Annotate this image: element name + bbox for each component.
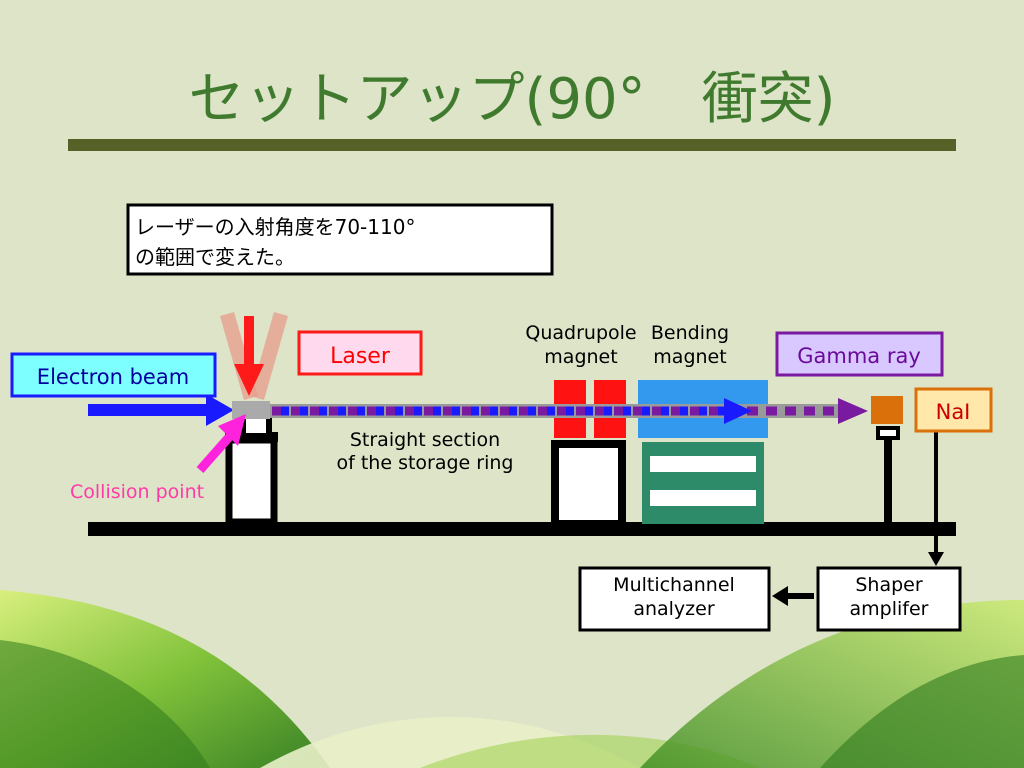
slide-title: セットアップ(90° 衝突) (189, 67, 836, 132)
svg-text:amplifer: amplifer (850, 598, 929, 620)
nai-label: NaI (914, 387, 993, 433)
shaper-amplifier-box: Shaper amplifer (816, 566, 962, 632)
gamma-arrowhead (838, 398, 868, 424)
svg-text:Multichannel: Multichannel (613, 574, 735, 596)
ground-rail (88, 522, 956, 536)
note-line-2: の範囲で変えた。 (135, 245, 295, 269)
gamma-ray-label: Gamma ray (775, 331, 944, 377)
shaper-to-mca-arrow (772, 586, 814, 606)
electron-beam-arrow (88, 394, 234, 426)
svg-text:Shaper: Shaper (855, 574, 922, 596)
title-rule (68, 139, 956, 151)
note-box: レーザーの入射角度を70-110° の範囲で変えた。 (126, 203, 554, 276)
collision-point-label: Collision point (70, 481, 204, 503)
bending-label-line-1: Bending (651, 322, 729, 344)
signal-line (928, 430, 944, 566)
svg-text:NaI: NaI (936, 400, 971, 424)
bending-label-line-2: magnet (653, 346, 726, 368)
laser-arrows (220, 312, 288, 400)
collision-point-arrow (196, 414, 246, 473)
bending-magnet (638, 380, 768, 524)
quadrupole-label-line-2: magnet (544, 346, 617, 368)
quadrupole-label-line-1: Quadrupole (525, 322, 636, 344)
straight-section-label-line-2: of the storage ring (337, 452, 514, 474)
multichannel-analyzer-box: Multichannel analyzer (578, 566, 771, 632)
collision-point-target (232, 401, 270, 419)
nai-detector (871, 396, 903, 522)
note-line-1: レーザーの入射角度を70-110° (135, 215, 415, 239)
svg-text:analyzer: analyzer (633, 598, 715, 620)
electron-arrowhead (724, 398, 752, 424)
svg-text:Laser: Laser (330, 344, 391, 369)
svg-text:Gamma ray: Gamma ray (797, 344, 921, 368)
electron-beam-label: Electron beam (10, 352, 217, 398)
laser-label: Laser (297, 330, 423, 376)
straight-section-label-line-1: Straight section (350, 429, 500, 451)
svg-text:Electron beam: Electron beam (37, 365, 189, 389)
